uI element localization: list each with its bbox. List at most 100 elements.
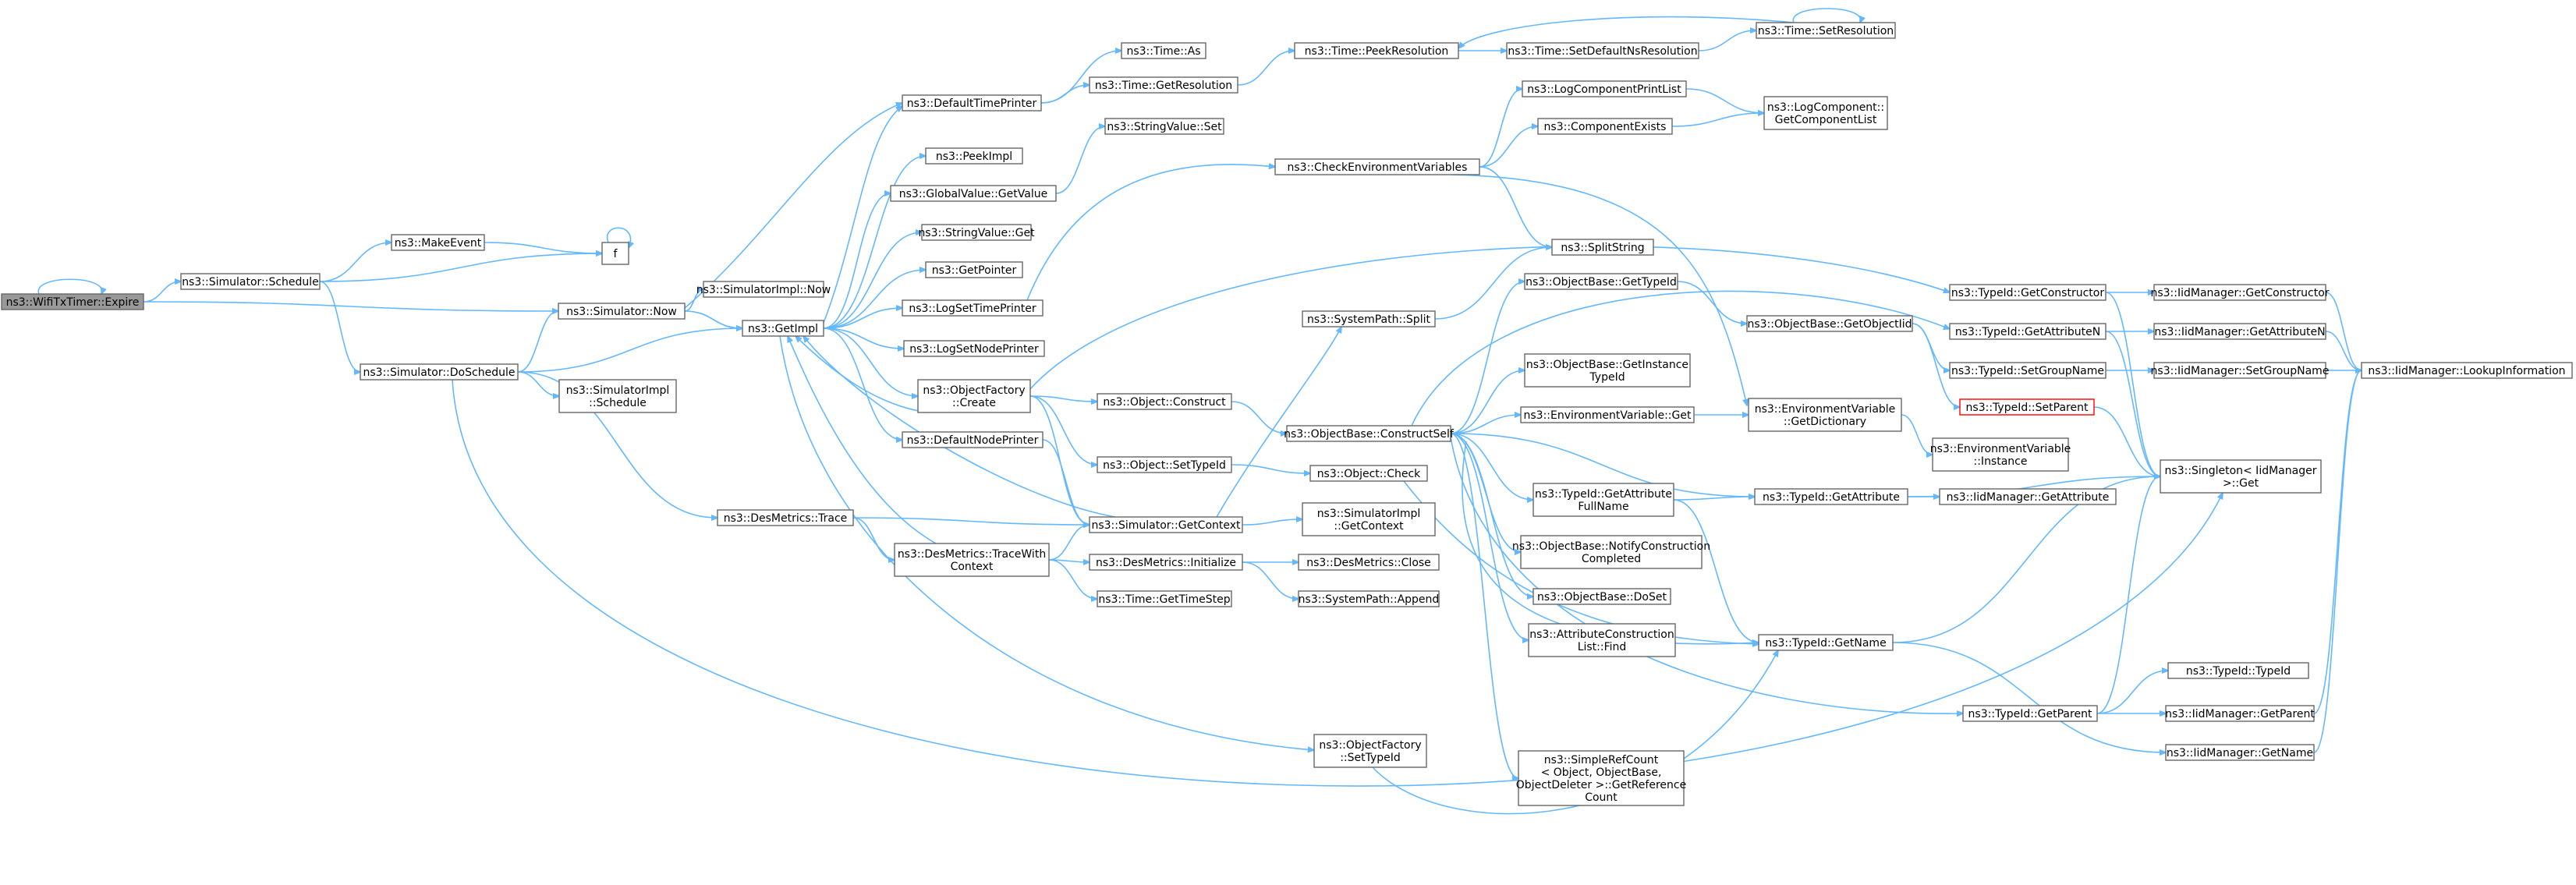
edge-n3-to-n3 [606,227,631,248]
node-n44[interactable]: ns3::EnvironmentVariable::Get [1520,406,1695,423]
node-n60[interactable]: ns3::TypeId::GetParent [1962,705,2098,722]
node-n29[interactable]: ns3::Time::PeekResolution [1294,42,1459,59]
node-label: ns3::Simulator::DoSchedule [363,366,516,379]
edge-n59-to-n68 [1892,642,2166,752]
node-label: ns3::IidManager::SetGroupName [2151,365,2330,377]
node-n15[interactable]: ns3::LogSetTimePrinter [902,299,1044,317]
node-n47[interactable]: ns3::ObjectBase::DoSet [1532,588,1671,605]
node-label: ns3::ComponentExists [1544,121,1667,133]
node-n31[interactable]: ns3::SystemPath::Split [1302,310,1436,327]
node-box [1520,406,1695,423]
node-n54[interactable]: ns3::TypeId::GetConstructor [1949,284,2107,301]
node-n10[interactable]: ns3::DefaultTimePrinter [902,94,1042,112]
node-n8[interactable]: ns3::DesMetrics::Trace [717,509,854,526]
edge-n0-to-n5 [143,301,558,311]
edge-n28-to-n59 [1372,650,1778,815]
node-n0[interactable]: ns3::WifiTxTimer::Expire [1,293,144,310]
node-n38[interactable]: ns3::Time::SetResolution [1756,22,1896,39]
node-n9[interactable]: ns3::SimulatorImpl::Now [696,281,831,298]
node-label: ::GetContext [1334,520,1404,533]
node-n11[interactable]: ns3::PeekImpl [925,147,1023,165]
node-n6[interactable]: ns3::GetImpl [742,320,824,337]
node-n30[interactable]: ns3::CheckEnvironmentVariables [1274,158,1480,175]
node-n7[interactable]: ns3::SimulatorImpl::Schedule [558,379,677,413]
node-n56[interactable]: ns3::TypeId::SetGroupName [1949,362,2107,379]
node-n2[interactable]: ns3::MakeEvent [391,234,485,251]
node-n69[interactable]: ns3::IidManager::LookupInformation [2361,362,2573,379]
node-box [1932,437,2069,472]
node-box [1097,393,1232,410]
node-label: ns3::ObjectBase::GetObjectIid [1747,318,1912,331]
node-n37[interactable]: ns3::Time::SetDefaultNsResolution [1506,42,1699,59]
node-n21[interactable]: ns3::Time::GetResolution [1089,76,1238,94]
node-n57[interactable]: ns3::TypeId::SetParent [1959,398,2095,416]
node-n25[interactable]: ns3::Simulator::GetContext [1089,516,1243,533]
node-box [717,509,854,526]
edge-n32-to-n48 [1450,433,1529,640]
node-n12[interactable]: ns3::GlobalValue::GetValue [890,185,1057,202]
node-n40[interactable]: ns3::ComponentExists [1537,118,1673,135]
node-n27[interactable]: ns3::Time::GetTimeStep [1097,590,1232,607]
edge-n32-to-n43 [1450,370,1525,434]
node-n51[interactable]: ns3::ObjectBase::GetObjectIid [1746,315,1913,332]
node-label: ns3::Time::SetResolution [1758,25,1894,37]
node-n68[interactable]: ns3::IidManager::GetName [2165,744,2315,761]
node-n5[interactable]: ns3::Simulator::Now [558,303,686,320]
node-n4[interactable]: ns3::Simulator::DoSchedule [360,363,519,381]
node-box [1274,158,1480,175]
node-n52[interactable]: ns3::EnvironmentVariable::GetDictionary [1748,398,1902,432]
node-n17[interactable]: ns3::ObjectFactory::Create [917,379,1031,413]
node-n50[interactable]: ns3::LogComponent::GetComponentList [1763,96,1888,130]
node-n33[interactable]: ns3::Object::Check [1309,465,1428,482]
edge-n17-to-n24 [1029,395,1097,465]
node-n18[interactable]: ns3::DefaultNodePrinter [902,431,1044,448]
node-n55[interactable]: ns3::TypeId::GetAttributeN [1949,323,2107,340]
node-n28[interactable]: ns3::ObjectFactory::SetTypeId [1313,734,1427,768]
node-n49[interactable]: ns3::SimpleRefCount< Object, ObjectBase,… [1516,750,1686,806]
node-n20[interactable]: ns3::Time::As [1121,42,1207,59]
node-n13[interactable]: ns3::StringValue::Get [918,224,1035,241]
node-label: ns3::Simulator::GetContext [1091,519,1241,532]
node-n42[interactable]: ns3::ObjectBase::GetTypeId [1524,273,1678,290]
node-n63[interactable]: ns3::IidManager::SetGroupName [2151,362,2330,379]
node-n41[interactable]: ns3::SplitString [1551,239,1654,256]
node-n24[interactable]: ns3::Object::SetTypeId [1097,456,1232,473]
node-n16[interactable]: ns3::LogSetNodePrinter [903,340,1045,357]
node-label: GetComponentList [1775,114,1877,126]
node-n14[interactable]: ns3::GetPointer [925,261,1023,278]
node-n66[interactable]: ns3::TypeId::TypeId [2167,662,2309,679]
node-n23[interactable]: ns3::Object::Construct [1097,393,1232,410]
node-label: Context [951,561,994,573]
node-n26[interactable]: ns3::DesMetrics::Initialize [1089,554,1243,571]
node-n65[interactable]: ns3::Singleton< IidManager>::Get [2160,459,2322,494]
node-n64[interactable]: ns3::IidManager::GetAttribute [1939,488,2117,505]
edge-n32-to-n42 [1450,281,1525,434]
node-n34[interactable]: ns3::SimulatorImpl::GetContext [1302,502,1436,536]
edge-n25-to-n31 [1216,327,1341,518]
node-n46[interactable]: ns3::ObjectBase::NotifyConstructionCompl… [1512,535,1710,569]
node-n39[interactable]: ns3::LogComponentPrintList [1522,80,1687,97]
node-n59[interactable]: ns3::TypeId::GetName [1758,634,1894,651]
node-n36[interactable]: ns3::SystemPath::Append [1298,590,1440,607]
node-n35[interactable]: ns3::DesMetrics::Close [1298,554,1440,571]
node-box [1939,488,2117,505]
node-n62[interactable]: ns3::IidManager::GetAttributeN [2153,323,2326,340]
node-n32[interactable]: ns3::ObjectBase::ConstructSelf [1284,425,1455,442]
node-n3[interactable]: f [601,242,629,265]
node-n53[interactable]: ns3::EnvironmentVariable::Instance [1930,437,2071,472]
node-n22[interactable]: ns3::StringValue::Set [1104,118,1224,135]
edge-n23-to-n32 [1231,401,1287,434]
node-n1[interactable]: ns3::Simulator::Schedule [180,273,321,290]
edge-n4-to-n65 [452,379,2223,787]
node-n61[interactable]: ns3::IidManager::GetConstructor [2150,284,2330,301]
edge-n54-to-n65 [2105,292,2160,476]
node-n67[interactable]: ns3::IidManager::GetParent [2165,705,2315,722]
node-n58[interactable]: ns3::TypeId::GetAttribute [1754,488,1908,505]
node-label: ns3::ObjectBase::GetInstance [1526,359,1688,371]
node-label: ns3::TypeId::GetName [1765,637,1886,650]
edge-n38-to-n29 [1458,16,1795,48]
